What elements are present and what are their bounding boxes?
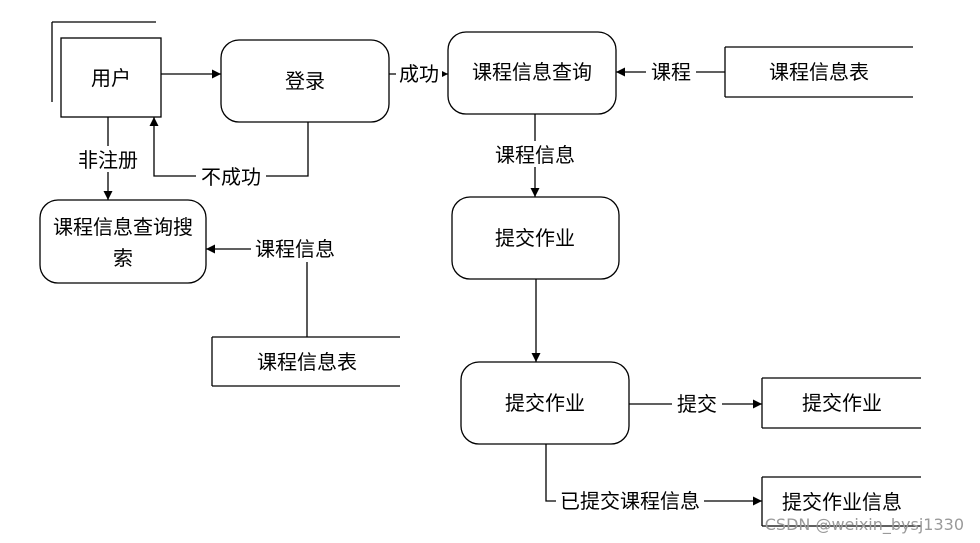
course-table-top-label: 课程信息表 — [769, 60, 869, 84]
login-process: 登录 — [220, 39, 390, 123]
course-table-bottom-label: 课程信息表 — [257, 350, 357, 374]
edge-label-success: 成功 — [399, 62, 439, 86]
edge-label-unregistered: 非注册 — [78, 148, 138, 172]
user-entity: 用户 — [51, 21, 162, 118]
edge-label-submitted-info: 已提交课程信息 — [560, 489, 700, 513]
watermark: CSDN @weixin_bysj1330 — [765, 515, 964, 535]
course-search-label-1: 课程信息查询搜 — [53, 215, 193, 239]
edge-label-course: 课程 — [651, 60, 691, 84]
course-table-store-bottom: 课程信息表 — [211, 336, 400, 387]
course-search-process: 课程信息查询搜 索 — [39, 199, 207, 284]
course-table-store-top: 课程信息表 — [724, 46, 913, 98]
course-search-label-2: 索 — [113, 246, 133, 270]
submit-homework-2-label: 提交作业 — [505, 391, 585, 415]
homework-info-store-label: 提交作业信息 — [782, 490, 902, 514]
course-query-process: 课程信息查询 — [447, 31, 617, 115]
login-label: 登录 — [285, 69, 325, 93]
edge-label-submit: 提交 — [677, 392, 717, 416]
edge-label-course-info-down: 课程信息 — [495, 143, 575, 167]
submit-homework-1-label: 提交作业 — [495, 226, 575, 250]
submit-homework-process-1: 提交作业 — [451, 196, 620, 280]
edge-table-to-search — [206, 244, 308, 337]
homework-store-label: 提交作业 — [802, 391, 882, 415]
submit-homework-process-2: 提交作业 — [460, 361, 630, 445]
course-query-label: 课程信息查询 — [472, 60, 592, 84]
user-label: 用户 — [91, 66, 131, 90]
edge-label-course-info-left: 课程信息 — [255, 237, 335, 261]
homework-store: 提交作业 — [761, 377, 921, 429]
edge-label-fail: 不成功 — [201, 165, 261, 189]
